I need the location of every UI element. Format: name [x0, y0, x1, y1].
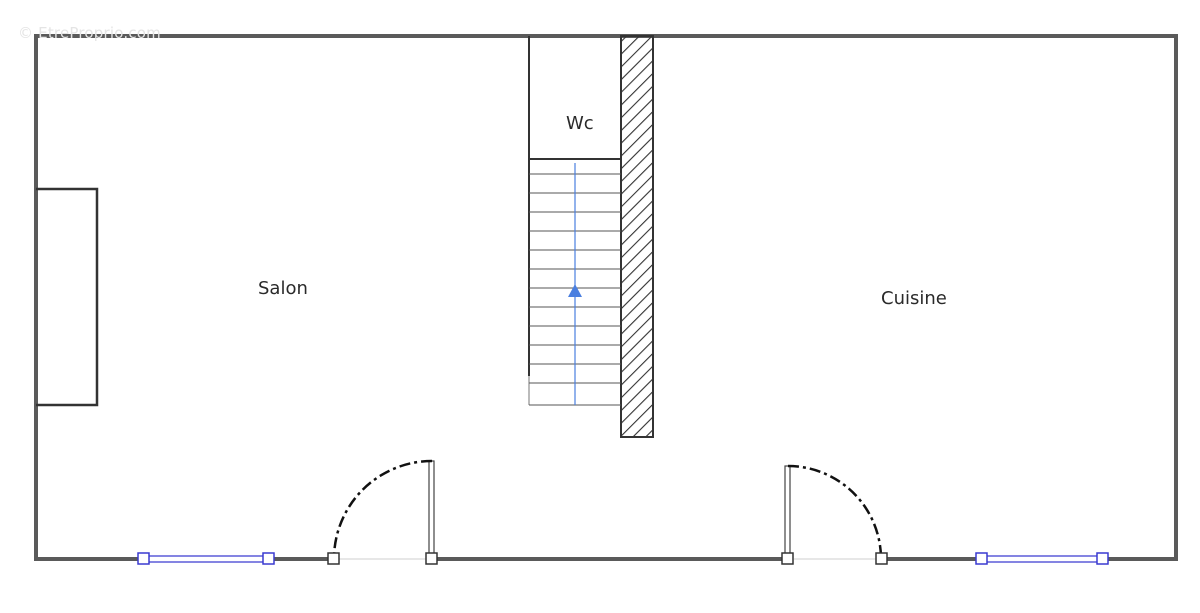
- exterior-walls: [34, 34, 1178, 561]
- staircase: [528, 159, 621, 406]
- wc-walls: [528, 36, 621, 160]
- door-right: [781, 464, 888, 565]
- watermark: © EtreProprio.com: [18, 24, 161, 42]
- fireplace: [36, 187, 99, 407]
- window-left: [137, 552, 275, 565]
- stair-arrow-icon: [568, 284, 582, 297]
- hatched-wall: [620, 35, 654, 438]
- room-label-wc: Wc: [566, 113, 594, 134]
- room-label-salon: Salon: [258, 278, 308, 299]
- room-label-cuisine: Cuisine: [881, 288, 947, 309]
- window-right: [975, 552, 1109, 565]
- door-left: [327, 459, 438, 565]
